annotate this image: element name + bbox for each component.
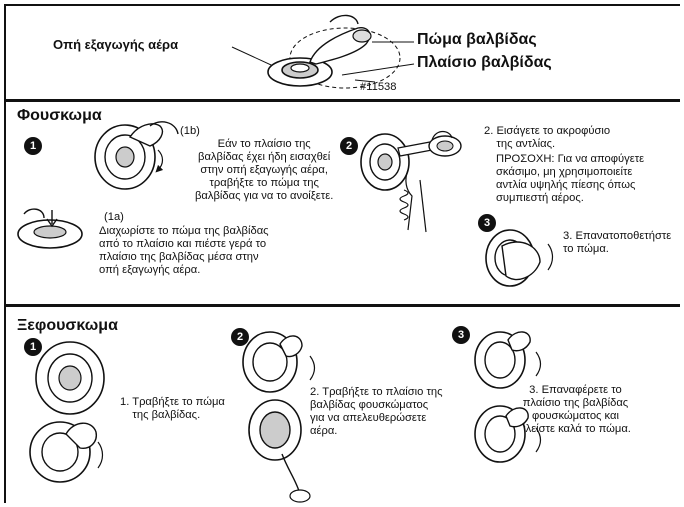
- deflate-illustrations: [0, 0, 684, 507]
